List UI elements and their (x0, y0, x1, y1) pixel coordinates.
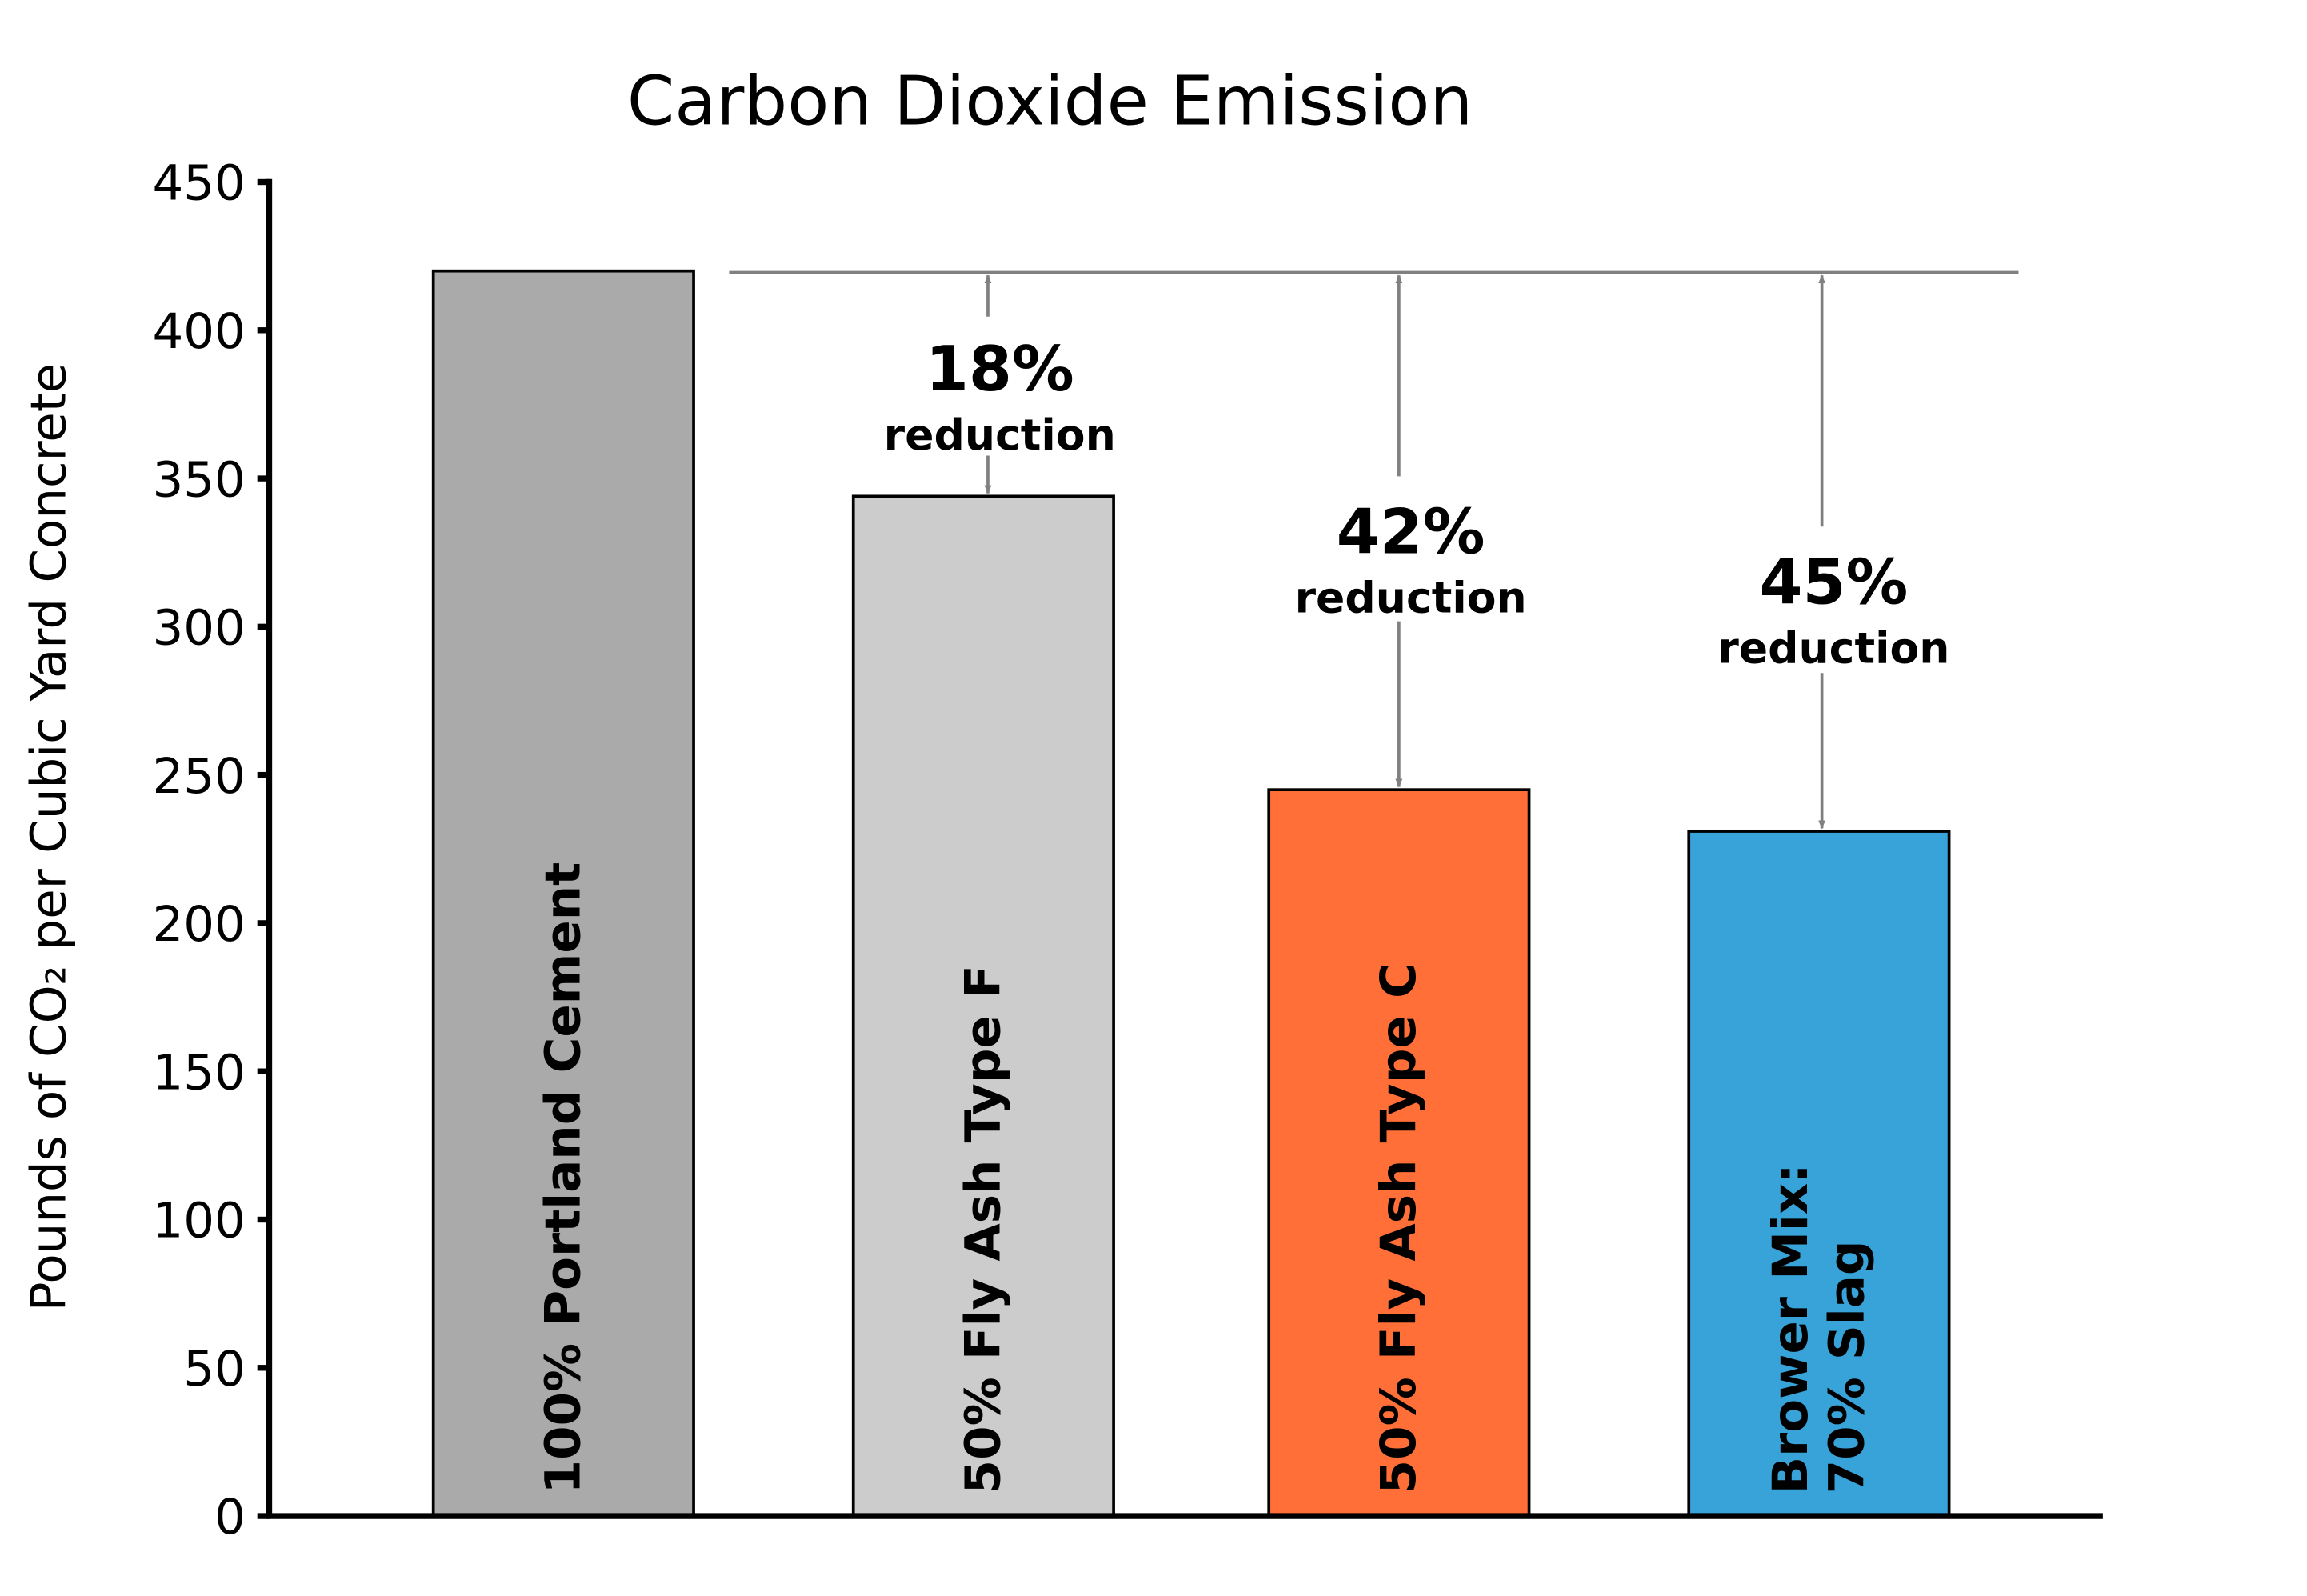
bar-label: 100% Portland Cement (535, 862, 592, 1494)
reduction-percent: 45% (1760, 546, 1909, 618)
y-tick-label: 0 (214, 1489, 246, 1546)
y-tick-label: 100 (152, 1193, 245, 1250)
y-tick-label: 250 (152, 748, 245, 805)
y-tick-label: 150 (152, 1044, 245, 1101)
y-tick-label: 50 (183, 1341, 246, 1398)
chart-title: Carbon Dioxide Emission (627, 62, 1473, 141)
y-tick-label: 300 (152, 600, 245, 657)
reduction-label: reduction (1717, 622, 1949, 673)
reduction-percent: 42% (1337, 497, 1485, 569)
reduction-percent: 18% (926, 334, 1074, 406)
bar-label: 70% Slag (1818, 1240, 1875, 1494)
bar (431, 269, 695, 1518)
y-tick-label: 450 (152, 155, 245, 212)
bar (1687, 830, 1951, 1518)
bar-label: Brower Mix: (1762, 1163, 1819, 1494)
y-tick-label: 350 (152, 451, 245, 508)
bar (851, 494, 1115, 1518)
bar (1267, 788, 1531, 1518)
reduction-label: reduction (884, 410, 1116, 460)
bar-label: 50% Fly Ash Type F (955, 965, 1012, 1494)
reduction-label: reduction (1295, 572, 1527, 622)
y-tick-label: 200 (152, 896, 245, 953)
y-axis-label: Pounds of CO₂ per Cubic Yard Concrete (20, 363, 77, 1312)
y-tick-label: 400 (152, 303, 245, 360)
bar-label: 50% Fly Ash Type C (1370, 962, 1427, 1494)
